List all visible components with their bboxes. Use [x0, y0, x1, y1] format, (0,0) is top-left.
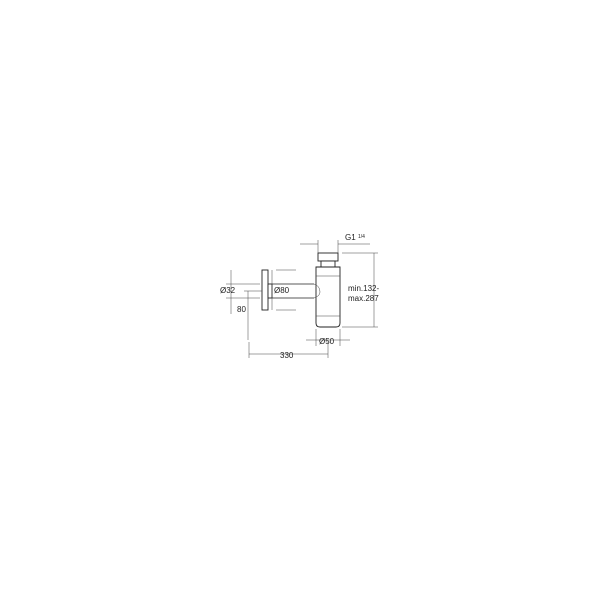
body-diameter-label: Ø50: [319, 337, 335, 346]
rosette-collar: [267, 283, 273, 299]
rosette-diameter-label: Ø80: [274, 286, 290, 295]
siphon-body: [315, 266, 341, 328]
height-range-label-2: max.287: [348, 294, 379, 303]
wall-pipe-diameter-label: Ø32: [220, 286, 236, 295]
tailpiece-neck: [320, 260, 336, 268]
offset-height-label: 80: [237, 305, 246, 314]
height-range-label-1: min.132-: [348, 284, 379, 293]
thread-label: G1: [345, 233, 356, 242]
wall-rosette: [261, 269, 269, 311]
body-pipe-joint: [313, 283, 321, 299]
thread-fraction-label: 1/4: [358, 234, 365, 240]
projection-length-label: 330: [280, 351, 294, 360]
tailpiece-top-nut: [317, 252, 339, 262]
